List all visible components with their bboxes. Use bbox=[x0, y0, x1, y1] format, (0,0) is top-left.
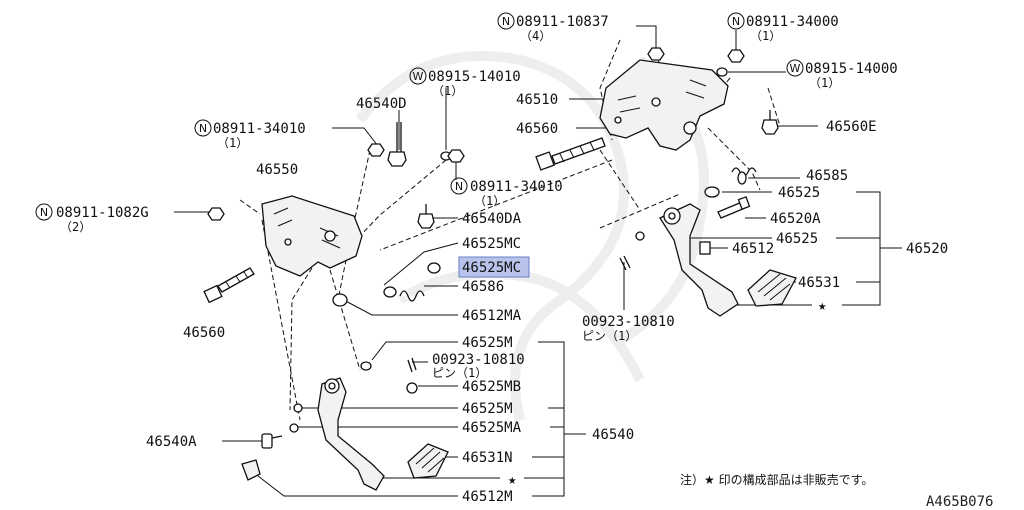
nut-washer-symbols: N N W W N N N bbox=[35, 12, 804, 221]
label-46560-top[interactable]: 46560 bbox=[516, 121, 558, 137]
symbol-nut: N bbox=[455, 180, 463, 193]
footnote: 注）★ 印の構成部品は非販売です。 bbox=[680, 472, 873, 487]
qty-08915-14010: （1） bbox=[432, 84, 463, 98]
label-46525MA[interactable]: 46525MA bbox=[462, 420, 522, 436]
bushing-46525MC-a bbox=[427, 262, 441, 274]
pin-00923-center bbox=[407, 357, 417, 373]
label-46540D[interactable]: 46540D bbox=[356, 96, 407, 112]
nut-08911-1082G bbox=[207, 207, 225, 221]
label-pin-00923-right[interactable]: 00923-10810 bbox=[582, 314, 675, 330]
bushing-46525MB bbox=[406, 382, 418, 394]
label-46525-a[interactable]: 46525 bbox=[778, 185, 820, 201]
washer-08915-14000 bbox=[716, 67, 728, 77]
label-46531[interactable]: 46531 bbox=[798, 275, 840, 291]
bushing-46525M-a bbox=[360, 361, 372, 371]
label-46525MC-highlighted[interactable]: 46525MC bbox=[458, 256, 530, 278]
label-46520[interactable]: 46520 bbox=[906, 241, 948, 257]
symbol-washer: W bbox=[790, 62, 801, 75]
spring-46586 bbox=[399, 290, 425, 302]
nut-08911-34000 bbox=[727, 49, 745, 63]
label-46512M[interactable]: 46512M bbox=[462, 489, 513, 505]
label-46540DA[interactable]: 46540DA bbox=[462, 211, 522, 227]
sub-pin-center: ピン（1） bbox=[432, 366, 487, 380]
label-pin-00923-center[interactable]: 00923-10810 bbox=[432, 352, 525, 368]
bushing-46525MC-b bbox=[383, 286, 397, 298]
qty-08915-14000: （1） bbox=[809, 76, 840, 90]
highlight-box bbox=[458, 256, 530, 278]
label-46585[interactable]: 46585 bbox=[806, 168, 848, 184]
stopper-46512 bbox=[699, 241, 711, 255]
symbol-nut: N bbox=[502, 15, 510, 28]
label-46525M-a[interactable]: 46525M bbox=[462, 335, 513, 351]
qty-08911-10837: （4） bbox=[520, 29, 551, 43]
bushing-46525M-b bbox=[293, 403, 303, 413]
bushing-46525MA bbox=[289, 423, 299, 433]
bolt-46540DA bbox=[417, 204, 435, 229]
nut-08911-10837 bbox=[647, 47, 665, 61]
bushing-46525-a bbox=[704, 186, 720, 198]
label-46512MA[interactable]: 46512MA bbox=[462, 308, 522, 324]
label-46525MC-b-prefix: 46525M bbox=[462, 260, 513, 276]
sub-pin-right: ピン（1） bbox=[582, 329, 637, 343]
nut-08911-34010-a bbox=[367, 143, 385, 157]
label-46510[interactable]: 46510 bbox=[516, 92, 558, 108]
label-46586[interactable]: 46586 bbox=[462, 279, 504, 295]
star-lower: ★ bbox=[508, 472, 517, 488]
part-shapes bbox=[203, 47, 797, 491]
star-right: ★ bbox=[818, 298, 827, 314]
pad-46531 bbox=[747, 269, 797, 307]
qty-08911-34000: （1） bbox=[750, 29, 781, 43]
qty-08911-34010-b: （1） bbox=[474, 194, 505, 208]
label-08911-34000[interactable]: 08911-34000 bbox=[746, 14, 839, 30]
label-46525M-b[interactable]: 46525M bbox=[462, 401, 513, 417]
label-46550[interactable]: 46550 bbox=[256, 162, 298, 178]
pedal-46520 bbox=[635, 203, 739, 317]
label-46560E[interactable]: 46560E bbox=[826, 119, 877, 135]
spring-46585 bbox=[731, 167, 757, 185]
bolt-46560-top bbox=[535, 137, 606, 171]
label-46525MB[interactable]: 46525MB bbox=[462, 379, 521, 395]
label-08911-34010-a[interactable]: 08911-34010 bbox=[213, 121, 306, 137]
stopper-46512MA bbox=[332, 293, 348, 307]
pin-00923-right bbox=[619, 255, 631, 271]
pin-46540A bbox=[261, 433, 283, 449]
label-46525-b[interactable]: 46525 bbox=[776, 231, 818, 247]
diagram-code: A465B076 bbox=[926, 494, 993, 510]
stopper-46512M bbox=[241, 459, 261, 481]
bolt-46540D bbox=[387, 122, 407, 167]
label-08911-1082G[interactable]: 08911-1082G bbox=[56, 205, 149, 221]
symbol-nut: N bbox=[40, 206, 48, 219]
labels: 08911-10837 （4） 08911-34000 （1） 08915-14… bbox=[56, 14, 993, 510]
symbol-nut: N bbox=[732, 15, 740, 28]
bolt-46520A bbox=[717, 196, 751, 219]
pedal-46540 bbox=[317, 377, 385, 491]
bracket-46510 bbox=[599, 59, 729, 151]
nut-08911-34010-b bbox=[447, 149, 465, 163]
label-46512[interactable]: 46512 bbox=[732, 241, 774, 257]
bracket-46550 bbox=[261, 195, 363, 277]
label-46525MC-b-suffix: C bbox=[513, 260, 521, 276]
label-08915-14010[interactable]: 08915-14010 bbox=[428, 69, 521, 85]
pad-46531N bbox=[407, 443, 449, 479]
label-46560-left[interactable]: 46560 bbox=[183, 325, 225, 341]
label-46525MC-a[interactable]: 46525MC bbox=[462, 236, 521, 252]
symbol-washer: W bbox=[413, 70, 424, 83]
label-08915-14000[interactable]: 08915-14000 bbox=[805, 61, 898, 77]
label-08911-34010-b[interactable]: 08911-34010 bbox=[470, 179, 563, 195]
label-08911-10837[interactable]: 08911-10837 bbox=[516, 14, 609, 30]
label-46520A[interactable]: 46520A bbox=[770, 211, 821, 227]
label-46540A[interactable]: 46540A bbox=[146, 434, 197, 450]
label-46531N[interactable]: 46531N bbox=[462, 450, 513, 466]
bolt-46560-left bbox=[203, 267, 255, 304]
qty-08911-34010-a: （1） bbox=[217, 136, 248, 150]
bolt-46560E bbox=[761, 110, 779, 135]
label-46540[interactable]: 46540 bbox=[592, 427, 634, 443]
qty-08911-1082G: （2） bbox=[60, 220, 91, 234]
svg-text:46525MC: 46525MC bbox=[462, 260, 521, 276]
symbol-nut: N bbox=[199, 122, 207, 135]
